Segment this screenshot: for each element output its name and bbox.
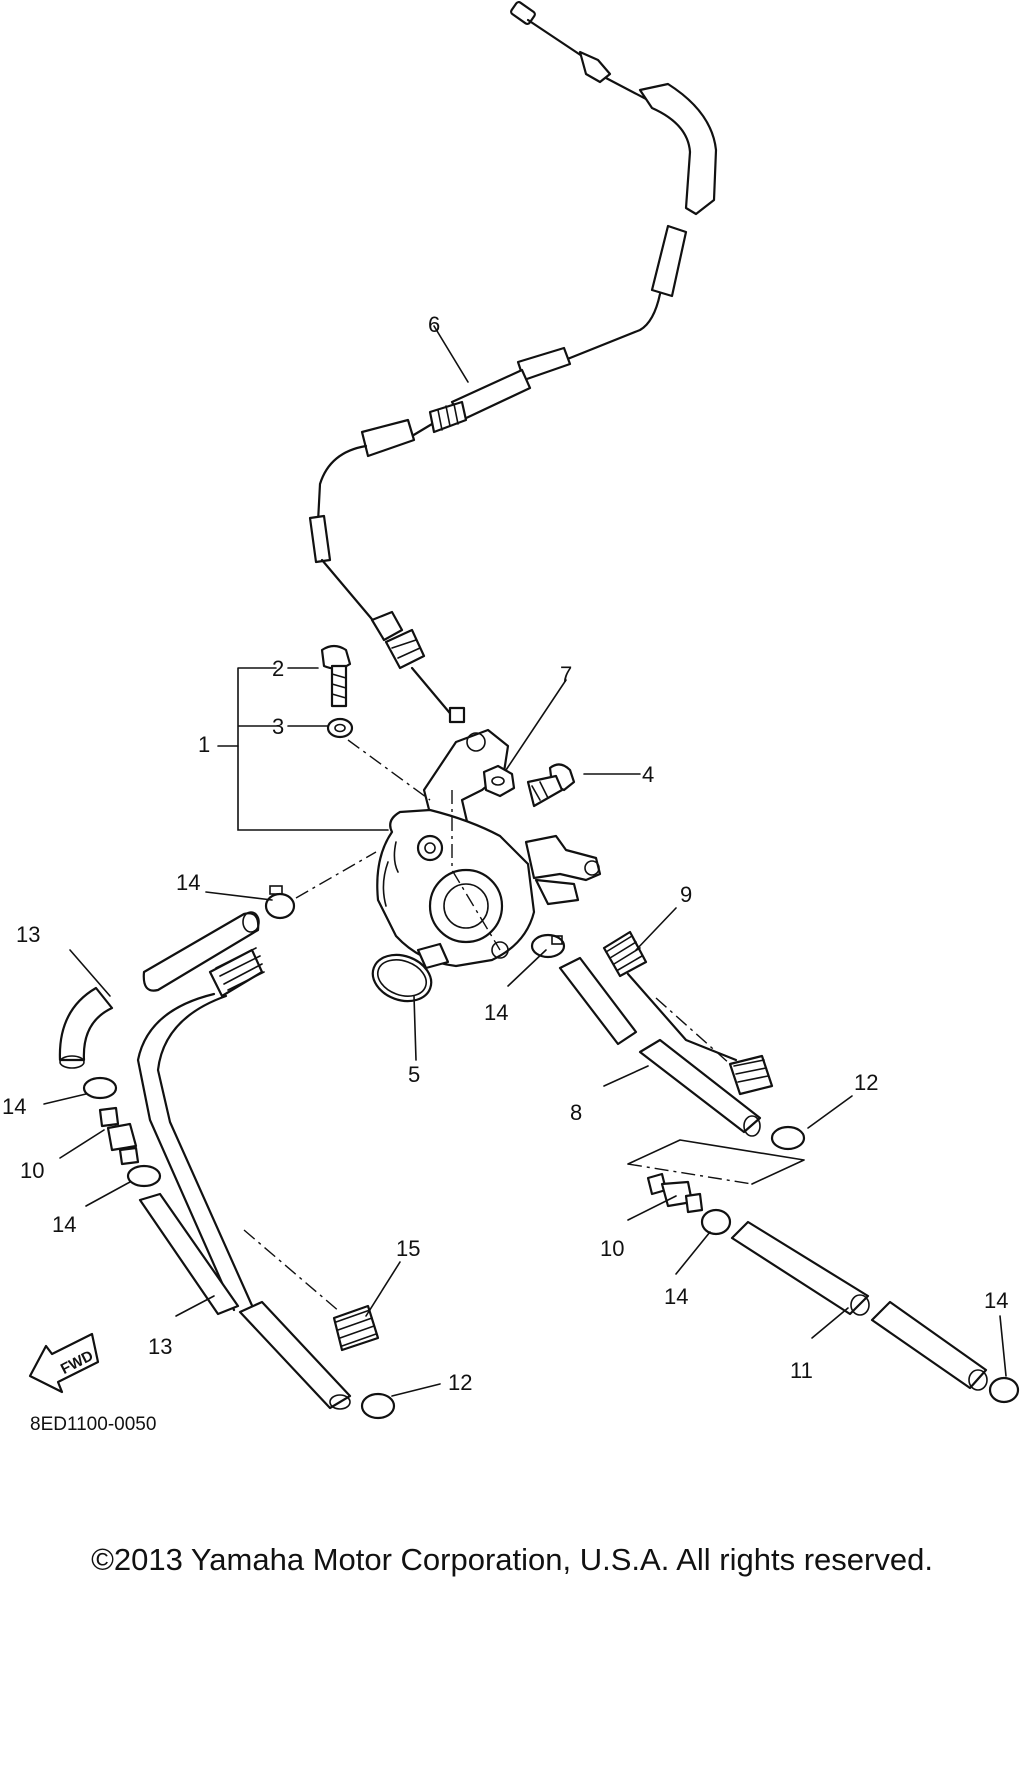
callout-14-mid: 14 (664, 1284, 688, 1309)
washer-3 (326, 717, 354, 739)
nut-7 (482, 764, 516, 798)
copyright-notice: ©2013 Yamaha Motor Corporation, U.S.A. A… (91, 1542, 933, 1577)
callout-12-right: 12 (854, 1070, 878, 1095)
callout-14-left-bottom: 14 (52, 1212, 76, 1237)
callout-15: 15 (396, 1236, 420, 1261)
fwd-arrow: FWD (28, 1332, 100, 1394)
callout-1: 1 (198, 732, 210, 757)
callout-14-pump: 14 (176, 870, 200, 895)
callout-12-left: 12 (448, 1370, 472, 1395)
callout-14-far-right: 14 (984, 1288, 1008, 1313)
leader-lines (43, 325, 1007, 1397)
callout-13-bottom: 13 (148, 1334, 172, 1359)
callout-labels: 1 2 3 4 5 6 7 8 9 10 10 11 12 12 13 13 1… (2, 312, 1008, 1395)
hoses-left (58, 851, 396, 1420)
callout-2: 2 (272, 656, 284, 681)
drawing-code: 8ED1100-0050 (30, 1414, 156, 1435)
callout-8: 8 (570, 1100, 582, 1125)
callout-14-left-top: 14 (2, 1094, 26, 1119)
callout-5: 5 (408, 1062, 420, 1087)
callout-10-right: 10 (600, 1236, 624, 1261)
callout-6: 6 (428, 312, 440, 337)
callout-14-right: 14 (484, 1000, 508, 1025)
bolt-4 (526, 763, 576, 808)
callout-4: 4 (642, 762, 654, 787)
callout-11: 11 (790, 1358, 813, 1383)
callout-9: 9 (680, 882, 692, 907)
pump-cable (308, 1, 718, 724)
callout-13-top: 13 (16, 922, 40, 947)
oil-pump (376, 728, 602, 970)
callout-7: 7 (560, 662, 572, 687)
bolt-2 (320, 644, 352, 708)
hoses-right (530, 930, 1020, 1404)
callout-10-left: 10 (20, 1158, 44, 1183)
o-ring-5 (371, 953, 433, 1003)
callout-3: 3 (272, 714, 284, 739)
